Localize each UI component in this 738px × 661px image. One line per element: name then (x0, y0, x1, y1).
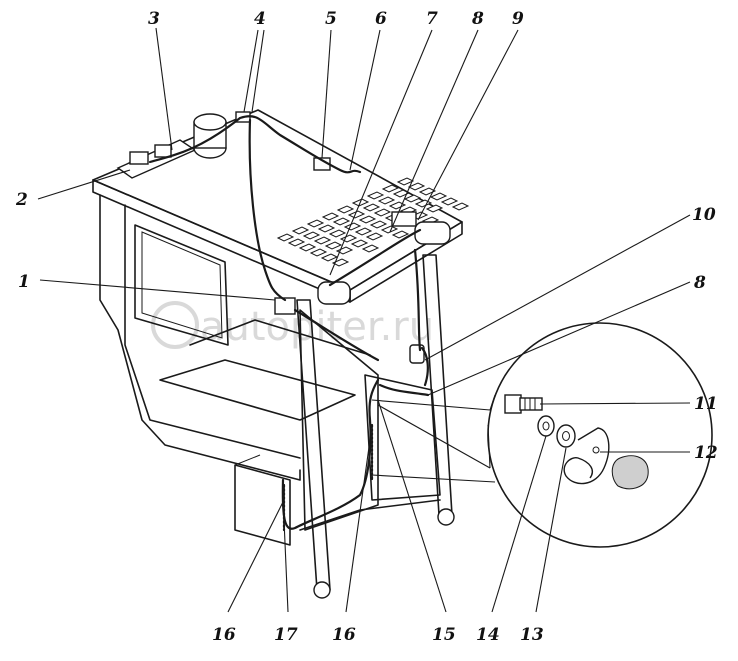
grille-cell (377, 196, 396, 205)
grille-cell (291, 226, 310, 235)
grille-cell (320, 253, 339, 262)
wire-clamp (563, 427, 610, 485)
leader-lines (37, 27, 691, 613)
callout-6: 6 (375, 9, 387, 29)
grille-cell (313, 236, 332, 245)
right-roof-lamp (414, 221, 451, 245)
lock-washer (537, 415, 555, 437)
grille-cell (392, 189, 411, 198)
grille-cell (373, 208, 392, 217)
callout-16-right: 16 (332, 625, 356, 645)
grille-cell (358, 215, 377, 224)
grille-cell (362, 203, 381, 212)
grille-cell (347, 210, 366, 219)
junction-box (274, 297, 296, 315)
grille-cell (381, 184, 400, 193)
roof-front-edge (92, 179, 351, 303)
callout-14: 14 (476, 625, 500, 645)
door-panel (299, 309, 379, 531)
dashboard-box (234, 464, 291, 546)
grille-cell (380, 225, 399, 234)
callout-7: 7 (426, 9, 438, 29)
grille-cell (354, 227, 373, 236)
grille-cell (328, 229, 347, 238)
grille-cell (418, 187, 437, 196)
callout-1: 1 (18, 272, 30, 292)
cable-section (611, 455, 649, 490)
grille-cell (321, 212, 340, 221)
roof-wire-right (328, 228, 422, 287)
callout-13: 13 (520, 625, 544, 645)
wiring-harness (148, 115, 430, 532)
door-top-wire (293, 308, 380, 362)
grille-cell (365, 232, 384, 241)
callout-8-top: 8 (471, 9, 484, 29)
grille-cell (331, 258, 350, 267)
grille-cell (317, 224, 336, 233)
grille-cell (391, 230, 410, 239)
roof-wire-main (148, 115, 362, 174)
callout-3: 3 (148, 9, 160, 29)
left-side-panel (99, 194, 301, 481)
callout-15: 15 (432, 625, 456, 645)
callout-labels: 1 2 3 4 5 6 7 8 9 10 8 11 12 13 14 15 16… (15, 9, 718, 645)
grille-cell (366, 191, 385, 200)
pillar-wire (413, 248, 422, 352)
grille-cell (276, 233, 295, 242)
callout-12: 12 (694, 443, 718, 463)
grille-cell (309, 248, 328, 257)
grille-cell (451, 202, 470, 211)
callout-11: 11 (694, 394, 718, 414)
callout-5: 5 (325, 9, 337, 29)
callout-2: 2 (15, 190, 28, 210)
grille-cell (298, 243, 317, 252)
grille-cell (361, 244, 380, 253)
grille-cell (336, 205, 355, 214)
grille-cell (324, 241, 343, 250)
grille-cell (343, 222, 362, 231)
grille-cell (302, 231, 321, 240)
flat-washer (556, 424, 576, 448)
grille-cell (414, 199, 433, 208)
grille-cell (287, 238, 306, 247)
callout-17: 17 (274, 625, 298, 645)
callout-16-left: 16 (212, 625, 236, 645)
callout-9: 9 (512, 9, 524, 29)
door-loop-wire (281, 378, 380, 530)
grille-cell (407, 182, 426, 191)
front-roof-lamp (317, 281, 351, 305)
front-pillar-right (422, 254, 453, 516)
grille-cell (396, 177, 415, 186)
grille-cell (350, 239, 369, 248)
down-wire-left (248, 118, 287, 302)
left-window (134, 224, 229, 346)
grille-cell (335, 246, 354, 255)
bolt-head (504, 394, 522, 414)
cab-floor (159, 359, 356, 421)
grille-cell (440, 197, 459, 206)
rear-panel (364, 374, 441, 501)
grille-cell (388, 201, 407, 210)
detail-view (371, 322, 713, 548)
callout-8-right: 8 (693, 273, 706, 293)
callout-10: 10 (692, 205, 716, 225)
grille-cell (369, 220, 388, 229)
grille-cell (403, 194, 422, 203)
left-inner-frame (124, 204, 301, 459)
callout-4: 4 (254, 9, 266, 29)
rear-wire (378, 383, 430, 397)
grille-cell (306, 219, 325, 228)
bolt-shank (519, 397, 543, 411)
grille-cell (339, 234, 358, 243)
grille-cell (429, 192, 448, 201)
grille-cell (425, 204, 444, 213)
grille-cell (332, 217, 351, 226)
